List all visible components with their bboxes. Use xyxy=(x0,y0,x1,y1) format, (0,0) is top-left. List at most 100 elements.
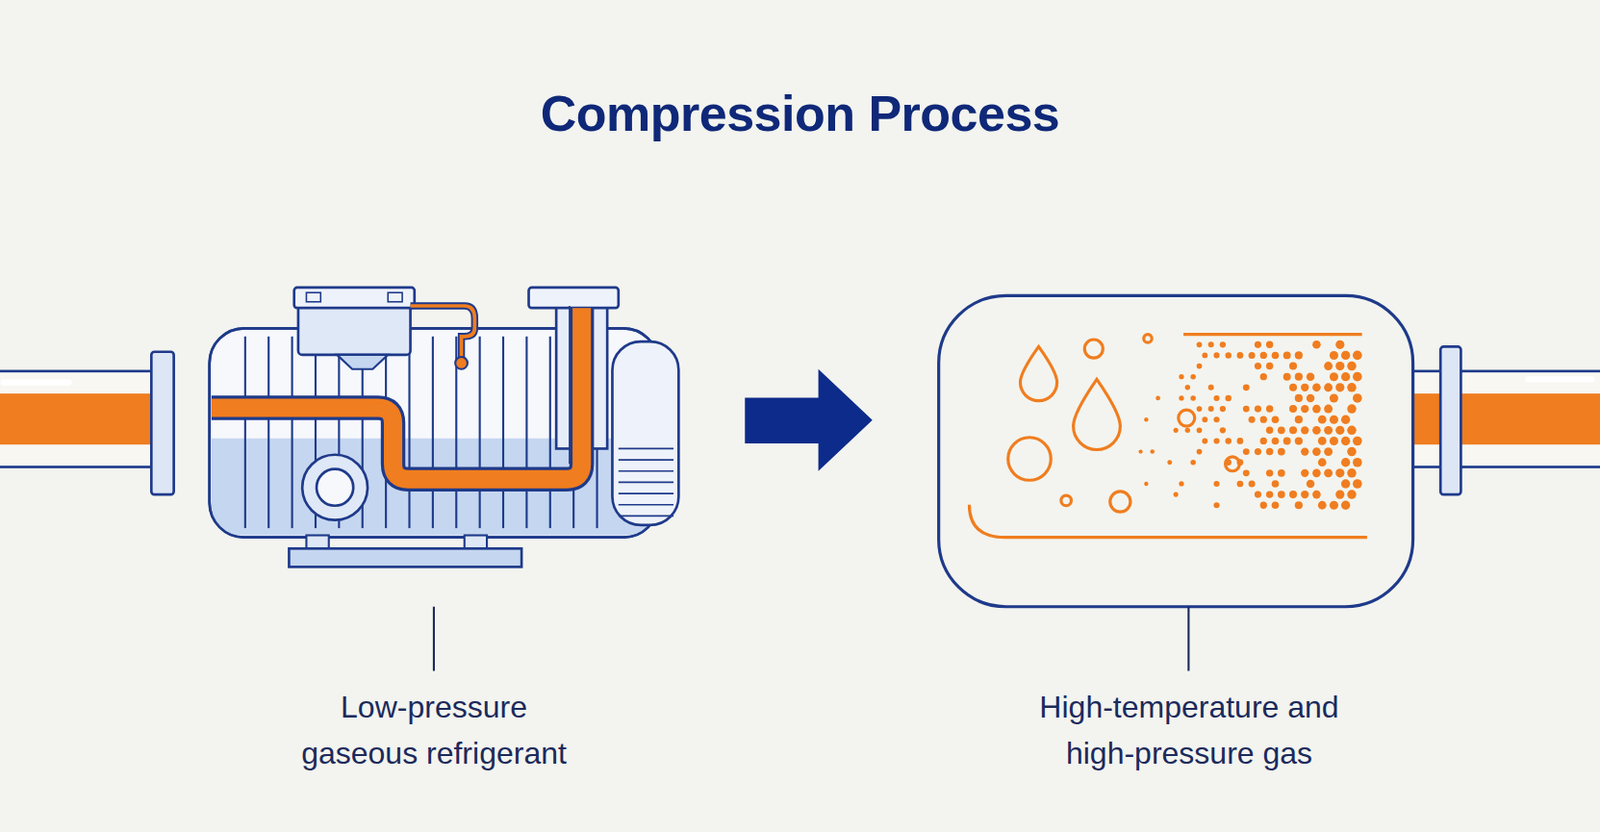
gas-chamber-part-part xyxy=(1318,501,1327,510)
gas-chamber-part-part xyxy=(1335,361,1345,371)
gas-chamber-part-part xyxy=(1318,457,1327,467)
compressor-part xyxy=(410,305,476,359)
gas-chamber-part-part xyxy=(1295,351,1303,359)
gas-chamber-part-part xyxy=(1260,502,1268,509)
gas-chamber-part-part xyxy=(1295,394,1303,403)
gas-chamber-part-part xyxy=(1346,382,1356,392)
compressor-part-part xyxy=(618,504,674,507)
gas-chamber-part-part xyxy=(1225,459,1232,466)
gas-chamber-part-part xyxy=(1306,480,1315,488)
gas-chamber-part-part xyxy=(1318,415,1327,425)
gas-chamber-part-part xyxy=(1318,436,1327,446)
gas-chamber-part-part xyxy=(1312,383,1321,393)
gas-chamber-part-part xyxy=(1178,409,1195,427)
gas-chamber-part-part xyxy=(1283,351,1292,359)
gas-chamber-part-part xyxy=(1019,346,1057,401)
gas-chamber-part-part xyxy=(1208,406,1215,412)
gas-chamber-part-part xyxy=(1335,426,1345,435)
compressor-part xyxy=(211,307,583,480)
gas-chamber-part-part xyxy=(1289,362,1297,371)
flow-arrow xyxy=(744,369,873,472)
gas-chamber-part-part xyxy=(1295,373,1303,381)
gas-chamber-part-part xyxy=(1260,373,1268,381)
gas-chamber-part-part xyxy=(1149,449,1155,455)
gas-chamber-part-part xyxy=(1323,468,1333,478)
compressor-part xyxy=(611,341,679,526)
gas-chamber-part-part xyxy=(1254,362,1262,370)
outlet-pipe-part xyxy=(1440,346,1461,495)
gas-chamber-part-part xyxy=(1266,427,1273,434)
gas-chamber-part-part xyxy=(1190,374,1196,381)
gas-chamber-part-part xyxy=(1271,501,1280,509)
gas-chamber-part-part xyxy=(1237,437,1245,445)
gas-chamber-part-part xyxy=(1277,490,1286,499)
compressor-part xyxy=(211,307,583,480)
gas-chamber-part-part xyxy=(1312,490,1321,500)
gas-chamber-part-part xyxy=(1346,361,1356,371)
gas-chamber-part-part xyxy=(1225,395,1232,402)
gas-chamber-part-part xyxy=(1289,405,1297,413)
gas-chamber-part-part xyxy=(1277,426,1286,434)
gas-chamber-part-part xyxy=(1323,361,1333,371)
gas-chamber-part-part xyxy=(1300,405,1309,413)
gas-chamber-part-part xyxy=(1335,382,1345,392)
gas-chamber-part-part xyxy=(1346,447,1356,457)
compressor-part-part xyxy=(407,336,410,529)
gas-chamber-part-part xyxy=(1243,469,1250,477)
gas-chamber-part-part xyxy=(1352,351,1363,361)
gas-chamber-part-part xyxy=(1254,341,1262,349)
inlet-pipe-part xyxy=(0,393,157,445)
gas-chamber-part-part xyxy=(1196,341,1203,348)
gas-chamber-part-part xyxy=(1225,437,1232,444)
gas-chamber-part-part xyxy=(1061,495,1072,507)
gas-chamber-part-part xyxy=(1260,352,1268,359)
inlet-pipe-part xyxy=(151,352,174,495)
gas-chamber-part-part xyxy=(1213,416,1220,423)
gas-chamber-part-part xyxy=(1260,437,1268,445)
gas-chamber-part-part xyxy=(1289,383,1297,392)
gas-chamber-part-part xyxy=(1295,501,1303,509)
gas-chamber-part-part xyxy=(1300,447,1309,456)
gas-chamber-part-part xyxy=(1346,468,1356,478)
gas-chamber-part xyxy=(968,505,1367,538)
compressor-part xyxy=(410,305,476,359)
caption-label: High-temperature and high-pressure gas xyxy=(987,684,1392,777)
gas-chamber-part-part xyxy=(1201,438,1208,445)
gas-chamber-part-part xyxy=(1237,352,1245,359)
compressor-part-part xyxy=(291,336,294,529)
gas-chamber-part-part xyxy=(1178,395,1184,401)
gas-chamber-part-part xyxy=(1213,481,1220,487)
gas-chamber-part-part xyxy=(1254,405,1262,412)
gas-chamber-part-part xyxy=(1352,393,1363,404)
gas-chamber-part-part xyxy=(1173,492,1179,498)
gas-chamber-part-part xyxy=(1266,405,1273,412)
compressor-part xyxy=(294,287,415,308)
gas-chamber-part-part xyxy=(1143,417,1148,422)
outlet-pipe-part xyxy=(1387,393,1600,445)
gas-chamber-part-part xyxy=(1201,353,1208,359)
gas-chamber-part-part xyxy=(1219,427,1226,433)
gas-chamber-part-part xyxy=(1329,501,1339,510)
gas-chamber-part-part xyxy=(1208,341,1215,348)
gas-chamber-part-part xyxy=(1237,458,1245,466)
gas-chamber-part-part xyxy=(1266,341,1273,349)
gas-chamber-part-part xyxy=(1208,384,1215,391)
compressor-part-part xyxy=(618,448,674,451)
gas-chamber-part-part xyxy=(1219,406,1226,412)
gas-chamber-part-part xyxy=(1073,379,1121,450)
gas-chamber-part-part xyxy=(1196,427,1203,433)
gas-chamber-part-part xyxy=(1138,449,1143,454)
gas-chamber-part-part xyxy=(1277,448,1286,457)
gas-chamber-part-part xyxy=(1178,374,1184,380)
compressor-part xyxy=(529,287,619,308)
gas-chamber-part-part xyxy=(1312,340,1321,350)
gas-chamber-part-part xyxy=(1213,502,1220,508)
gas-chamber-part-part xyxy=(1300,383,1309,392)
gas-chamber-part-part xyxy=(1352,457,1363,468)
gas-chamber-part-part xyxy=(1248,480,1256,487)
gas-chamber-part-part xyxy=(1346,489,1356,499)
caption-label: Low-pressure gaseous refrigerant xyxy=(231,684,636,777)
gas-chamber-part-part xyxy=(1352,479,1363,489)
gas-chamber-part-part xyxy=(1243,448,1250,456)
gas-chamber-part-part xyxy=(1346,404,1356,413)
